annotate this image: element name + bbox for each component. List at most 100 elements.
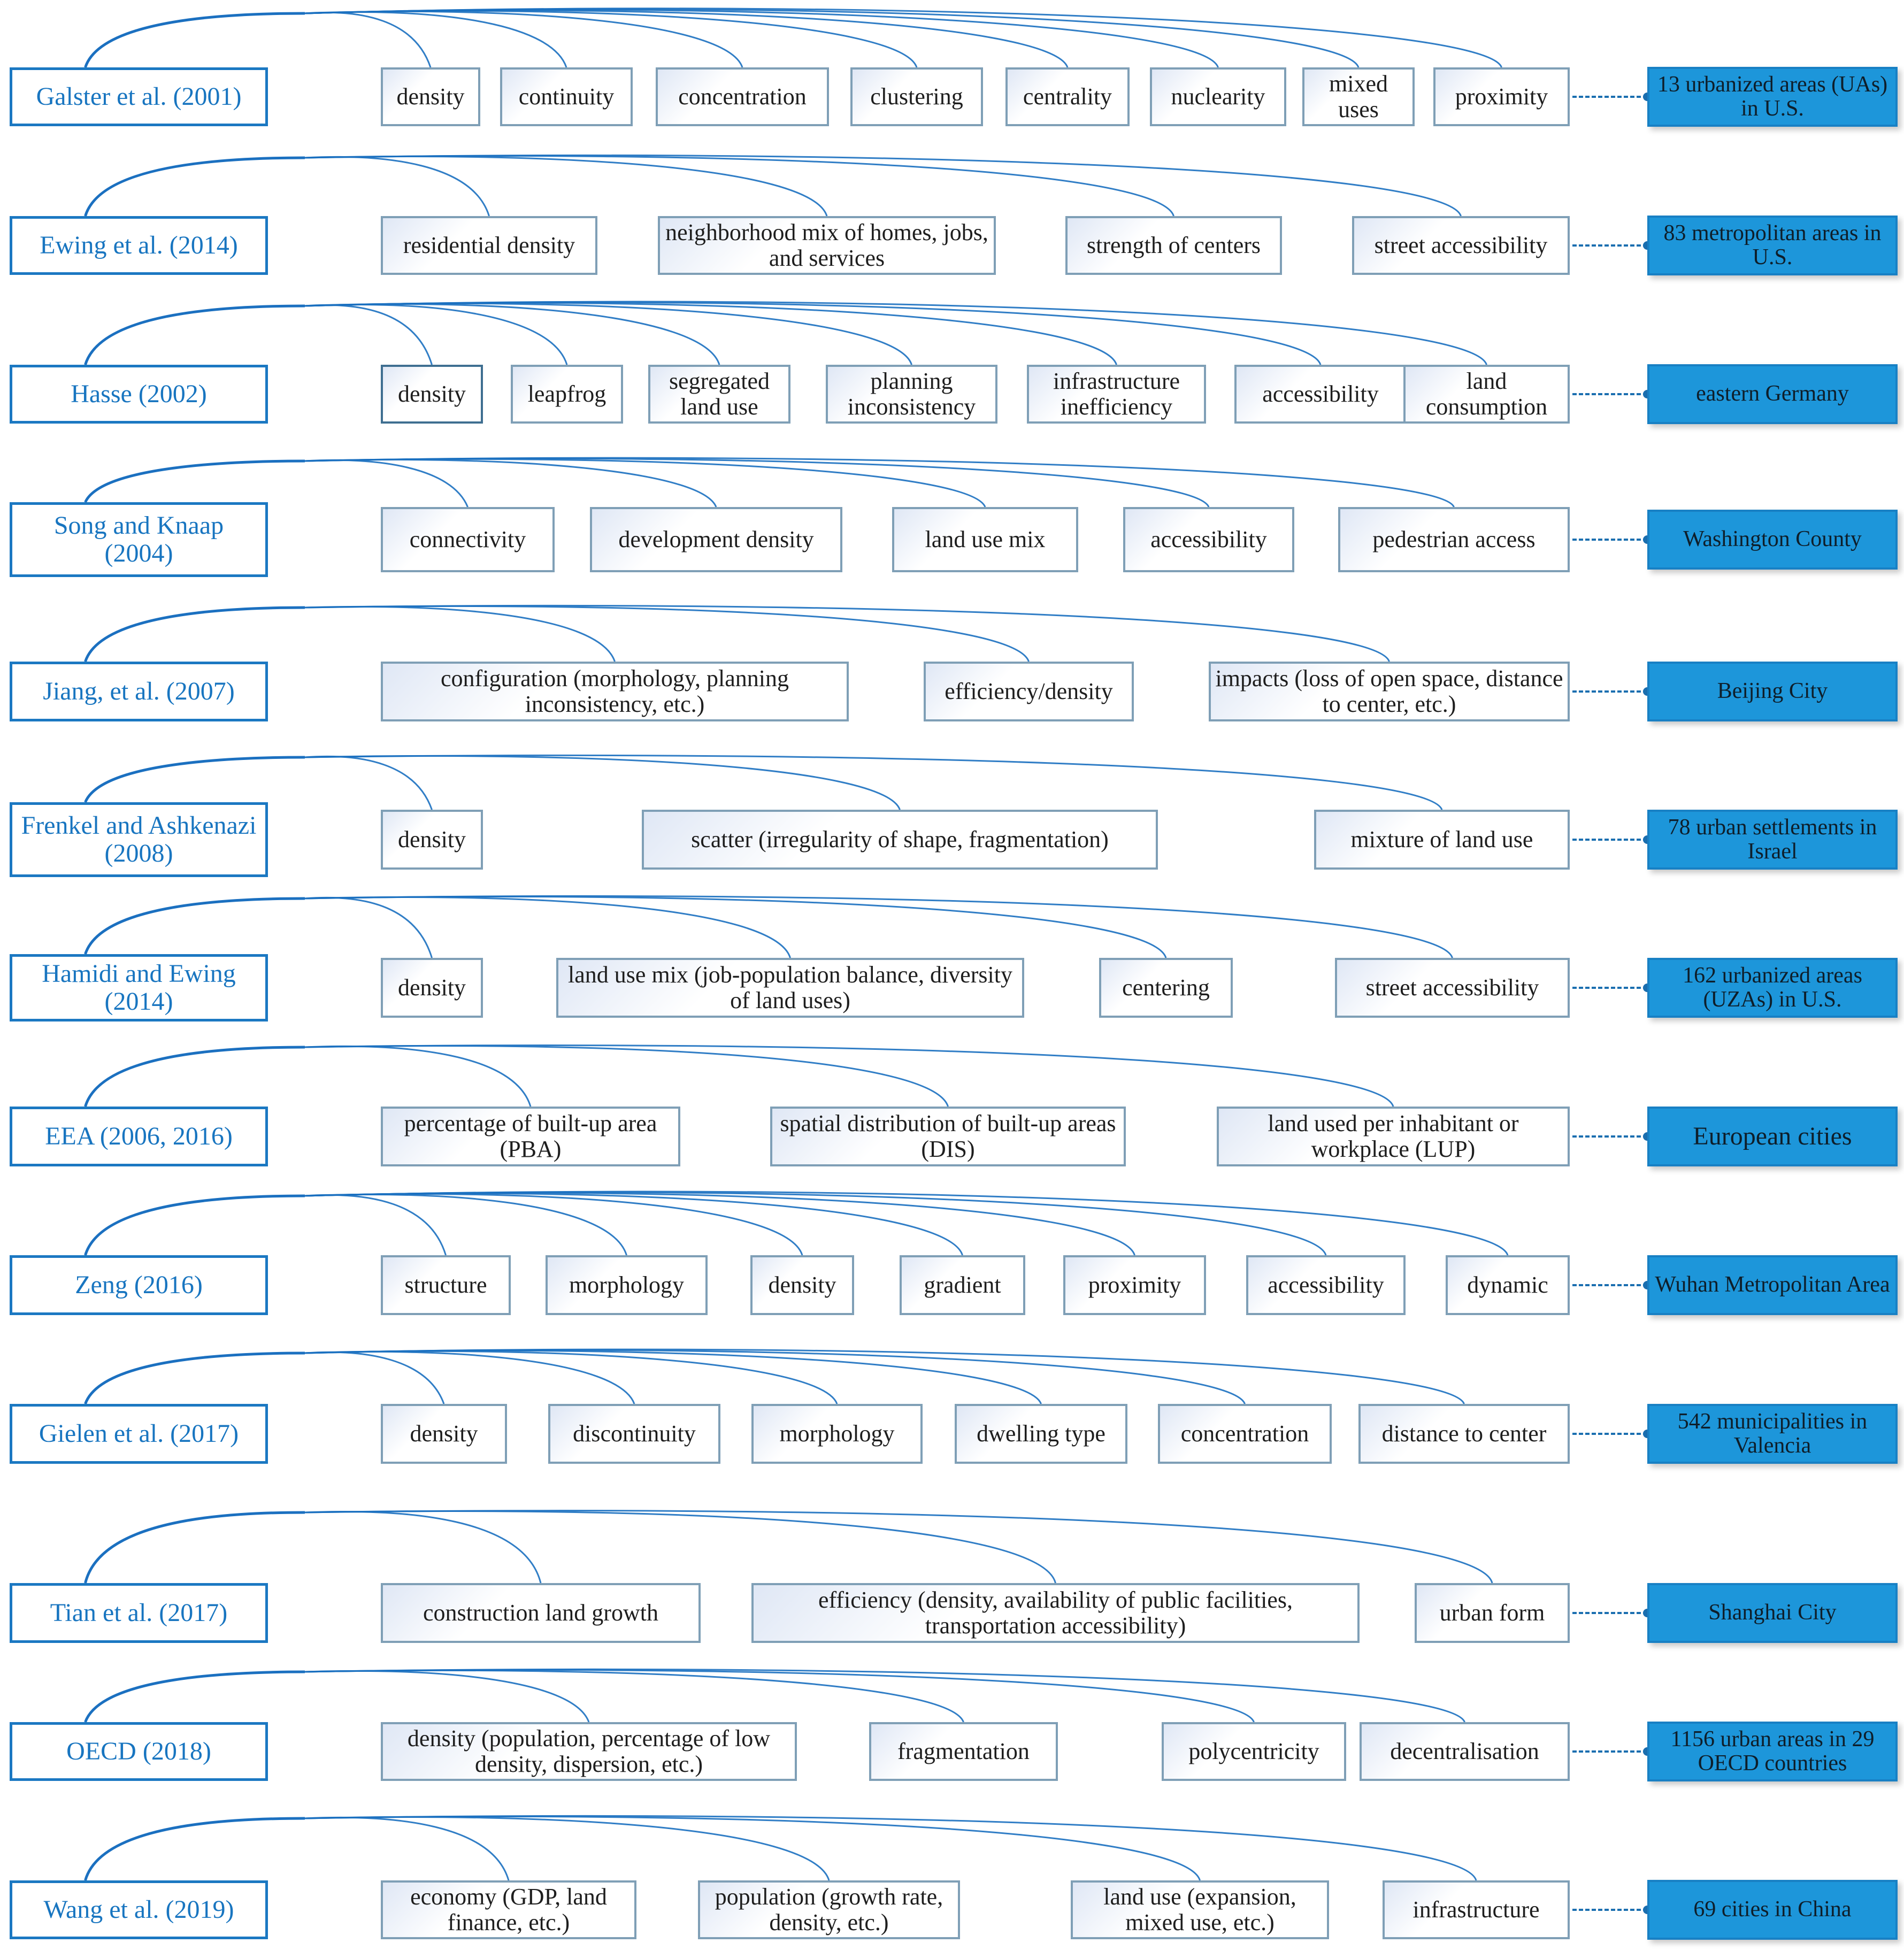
region-box: Shanghai City [1647, 1583, 1898, 1643]
indicator-box: pedestrian access [1338, 507, 1570, 572]
indicator-box: nuclearity [1150, 67, 1286, 126]
indicator-arc [304, 1350, 838, 1404]
author-arc [84, 1670, 305, 1723]
indicator-arc [304, 458, 717, 508]
indicator-box: strength of centers [1065, 216, 1282, 275]
author-arc [84, 12, 305, 68]
indicator-arc [304, 11, 567, 68]
dashed-connector [1572, 393, 1647, 395]
indicator-arc [304, 1192, 963, 1256]
indicator-arc [304, 301, 1322, 365]
indicator-arc [304, 1349, 1042, 1404]
indicator-arc [304, 1193, 627, 1256]
indicator-box: percentage of built-up area (PBA) [381, 1107, 680, 1166]
dashed-connector [1572, 1433, 1647, 1435]
indicator-box: configuration (morphology, planning inco… [381, 662, 849, 721]
region-box: 78 urban settlements in Israel [1647, 810, 1898, 870]
indicator-box: infrastructure [1383, 1880, 1570, 1939]
indicator-box: gradient [900, 1255, 1025, 1315]
indicator-box: discontinuity [548, 1404, 720, 1464]
indicator-arc [304, 1669, 964, 1723]
indicator-box: land use mix (job-population balance, di… [556, 958, 1024, 1018]
indicator-arc [304, 1044, 949, 1107]
dashed-connector [1572, 690, 1647, 693]
author-arc [84, 756, 305, 803]
indicator-box: morphology [751, 1404, 923, 1464]
author-box: Wang et al. (2019) [10, 1880, 268, 1939]
indicator-arc [304, 896, 433, 958]
dashed-connector [1572, 244, 1647, 247]
author-box: Zeng (2016) [10, 1255, 268, 1315]
indicator-arc [304, 1816, 510, 1881]
indicator-arc [304, 155, 828, 217]
indicator-box: dwelling type [955, 1404, 1127, 1464]
indicator-box: land consumption [1403, 365, 1570, 424]
indicator-arc [304, 1045, 532, 1107]
indicator-arc [304, 895, 1453, 958]
indicator-box: planning inconsistency [826, 365, 997, 424]
indicator-box: concentration [1158, 1404, 1332, 1464]
region-box: Washington County [1647, 510, 1898, 570]
author-arc [84, 1511, 305, 1584]
indicator-box: population (growth rate, density, etc.) [698, 1880, 960, 1939]
indicator-box: accessibility [1246, 1255, 1406, 1315]
indicator-box: scatter (irregularity of shape, fragment… [642, 810, 1158, 870]
indicator-arc [304, 1815, 1477, 1881]
indicator-arc [304, 302, 912, 365]
indicator-box: development density [590, 507, 842, 572]
author-arc [84, 459, 305, 503]
indicator-box: construction land growth [381, 1583, 701, 1643]
indicator-arc [304, 604, 1390, 662]
indicator-box: economy (GDP, land finance, etc.) [381, 1880, 636, 1939]
indicator-arc [304, 11, 432, 68]
indicator-arc [304, 1192, 1135, 1256]
indicator-box: accessibility [1234, 365, 1407, 424]
indicator-arc [304, 458, 986, 508]
indicator-box: efficiency (density, availability of pub… [751, 1583, 1360, 1643]
region-box: Wuhan Metropolitan Area [1647, 1255, 1898, 1315]
author-arc [84, 897, 305, 955]
indicator-arc [304, 605, 616, 662]
indicator-arc [304, 10, 743, 68]
indicator-arc [304, 1351, 445, 1404]
author-box: Tian et al. (2017) [10, 1583, 268, 1643]
indicator-arc [304, 303, 720, 365]
indicator-box: residential density [381, 216, 597, 275]
indicator-arc [304, 755, 901, 810]
indicator-arc [304, 1816, 830, 1881]
author-arc [84, 1351, 305, 1404]
indicator-box: street accessibility [1352, 216, 1570, 275]
indicator-arc [304, 1349, 1246, 1404]
indicator-arc [304, 155, 1174, 217]
indicator-box: mixed uses [1302, 67, 1415, 126]
indicator-box: connectivity [381, 507, 555, 572]
author-arc [84, 156, 305, 217]
indicator-box: centrality [1005, 67, 1130, 126]
author-arc [84, 606, 305, 662]
dashed-connector [1572, 1284, 1647, 1286]
author-box: Hasse (2002) [10, 365, 268, 424]
author-box: Gielen et al. (2017) [10, 1404, 268, 1464]
indicator-arc [304, 301, 1487, 365]
indicator-box: leapfrog [511, 365, 623, 424]
indicator-arc [304, 605, 1030, 662]
indicator-arc [304, 9, 1219, 68]
indicator-arc [304, 1668, 1465, 1723]
indicator-arc [304, 156, 490, 217]
region-box: Beijing City [1647, 662, 1898, 721]
indicator-arc [304, 1191, 1327, 1256]
indicator-arc [304, 304, 433, 365]
indicator-box: fragmentation [869, 1722, 1058, 1781]
dashed-connector [1572, 839, 1647, 841]
author-box: Ewing et al. (2014) [10, 216, 268, 275]
region-box: 1156 urban areas in 29 OECD countries [1647, 1722, 1898, 1781]
indicator-arc [304, 1193, 803, 1256]
indicator-box: clustering [850, 67, 983, 126]
indicator-box: impacts (loss of open space, distance to… [1209, 662, 1570, 721]
author-arc [84, 1194, 305, 1256]
indicator-box: segregated land use [648, 365, 790, 424]
indicator-arc [304, 8, 1360, 68]
dashed-connector [1572, 1135, 1647, 1138]
indicator-arc [304, 459, 469, 508]
indicator-box: spatial distribution of built-up areas (… [770, 1107, 1126, 1166]
